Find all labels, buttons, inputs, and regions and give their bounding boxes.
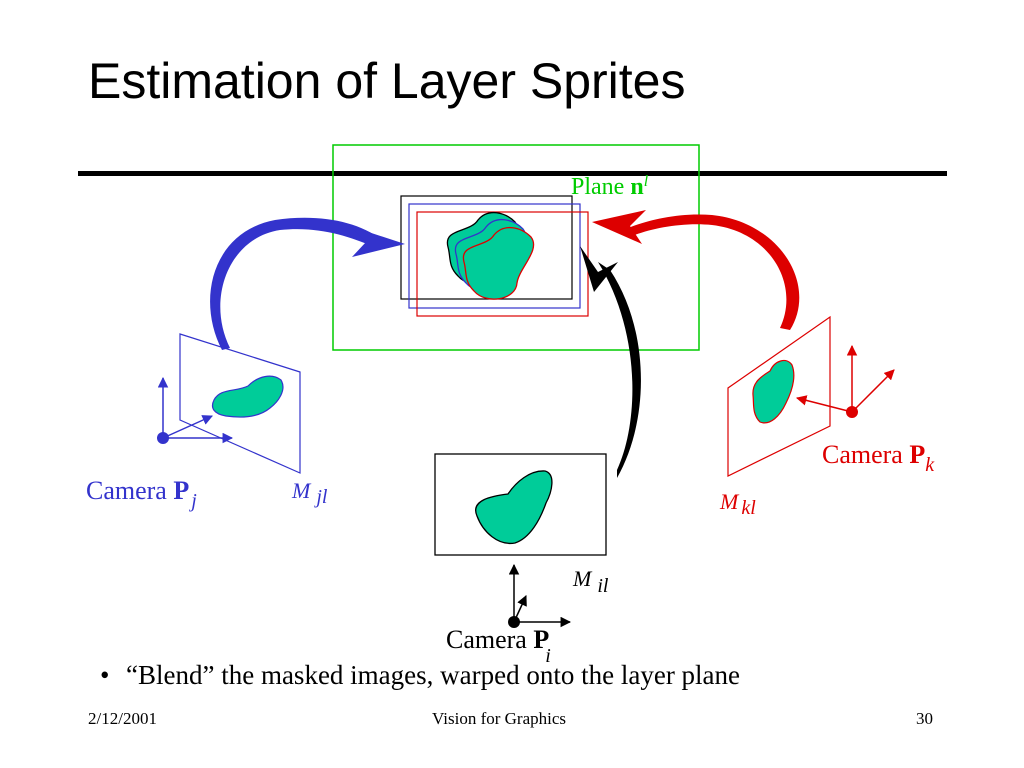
image-plane-j bbox=[179, 333, 301, 474]
camera-j-axes bbox=[157, 376, 234, 444]
warp-arrow-k bbox=[592, 210, 800, 330]
warp-arrow-i bbox=[580, 246, 641, 478]
sprite-front bbox=[462, 227, 535, 300]
bullet-item: • “Blend” the masked images, warped onto … bbox=[100, 660, 740, 691]
footer-date: 2/12/2001 bbox=[88, 709, 157, 728]
bullet-text: “Blend” the masked images, warped onto t… bbox=[126, 660, 741, 690]
camera-k-label: Camera Pk bbox=[822, 440, 935, 476]
plane-frame bbox=[332, 144, 700, 351]
title-underline bbox=[78, 171, 947, 176]
camera-k-axes bbox=[795, 344, 895, 418]
bullet-dot-icon: • bbox=[100, 660, 110, 690]
warped-image-black bbox=[400, 195, 573, 300]
plane-label: Plane nl bbox=[571, 173, 649, 200]
warped-image-blue bbox=[408, 203, 581, 309]
footer-page-number: 30 bbox=[916, 709, 933, 728]
camera-i-label: Camera Pi bbox=[446, 625, 551, 667]
footer-center: Vision for Graphics bbox=[432, 709, 567, 728]
camera-i-axes bbox=[508, 563, 572, 628]
warp-arrow-j bbox=[210, 217, 405, 350]
image-plane-k bbox=[727, 315, 831, 477]
image-plane-i bbox=[434, 453, 607, 556]
sprite-j bbox=[211, 375, 284, 418]
sprite-i bbox=[475, 470, 553, 545]
sprite-k bbox=[752, 359, 795, 424]
slide-title: Estimation of Layer Sprites bbox=[88, 53, 686, 109]
